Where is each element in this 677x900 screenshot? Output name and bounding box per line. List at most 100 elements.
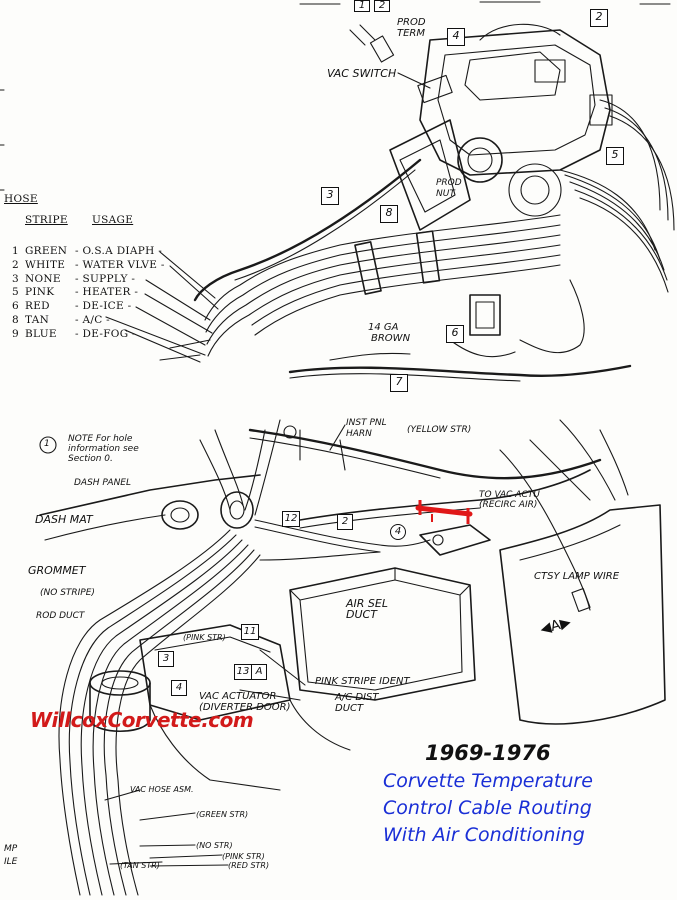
hose-table-title: HOSE <box>4 193 38 205</box>
hose-leader-dash: - <box>123 300 132 313</box>
hose-separator: - <box>74 258 83 271</box>
label-ctsy-lamp-wire: CTSY LAMP WIRE <box>534 571 620 582</box>
label-yellow-str: (YELLOW STR) <box>407 425 472 435</box>
hose-separator: - <box>74 272 83 285</box>
hose-stripe: BLUE <box>24 327 57 340</box>
note-line: information see <box>68 444 139 454</box>
caption-line-2: Control Cable Routing <box>383 797 592 819</box>
callout-lower-4a: 4 <box>171 680 187 696</box>
callout-1: 1 <box>354 0 370 12</box>
callout-2: 2 <box>590 9 608 27</box>
hose-table-col-stripe: STRIPE <box>25 214 68 226</box>
label-wire-color: BROWN <box>371 333 411 344</box>
note-line: Section 0. <box>68 454 113 464</box>
label-no-str: (NO STR) <box>196 841 233 850</box>
caption-line-1: Corvette Temperature <box>383 770 593 792</box>
label-to-vac-actu: TO VAC ACTU (RECIRC AIR) <box>479 490 540 510</box>
caption-years: 1969-1976 <box>425 741 551 765</box>
note-number: 1 <box>44 439 50 449</box>
hose-number: 5 <box>12 286 19 299</box>
label-edge-mp: MP <box>4 844 18 854</box>
hose-usage: O.S.A DIAPH <box>82 245 155 257</box>
label-rod-duct: ROD DUCT <box>36 611 85 621</box>
firewall-routing-diagram <box>39 419 666 896</box>
label-vac-switch: VAC SWITCH <box>327 67 397 80</box>
label-tan-str: (TAN STR) <box>120 861 160 870</box>
label-edge-ile: ILE <box>4 857 18 867</box>
label-wire-gauge: 14 GA <box>368 322 399 333</box>
label-red-str: (RED STR) <box>228 861 270 870</box>
hose-leader-dash: - <box>127 272 136 285</box>
hose-separator: - <box>74 314 83 326</box>
hose-number: 8 <box>12 314 19 326</box>
label-ac-dist-duct: A/C DIST DUCT <box>335 692 379 714</box>
label-no-stripe: (NO STRIPE) <box>40 588 95 598</box>
hose-leader-dash: - <box>130 286 139 299</box>
recirc-air-highlight <box>415 500 473 524</box>
hose-table-row: 5 PINK - HEATER - <box>12 286 138 298</box>
label-vac-hose-asm: VAC HOSE ASM. <box>130 785 194 794</box>
hose-separator: - <box>74 327 83 340</box>
note-line: NOTE For hole <box>68 434 133 444</box>
callout-7: 7 <box>390 374 408 392</box>
hose-stripe: GREEN <box>24 245 68 257</box>
hose-leader-dash: - <box>128 327 136 340</box>
caption-line-3: With Air Conditioning <box>383 824 585 846</box>
callout-3: 3 <box>321 187 339 205</box>
label-pink-str-2: (PINK STR) <box>222 852 265 861</box>
hose-number: 9 <box>12 327 19 340</box>
label-prod-nut: PROD NUT <box>436 178 462 199</box>
hose-usage: SUPPLY <box>82 272 128 285</box>
hose-stripe: NONE <box>24 272 61 285</box>
callout-lower-3: 3 <box>158 651 174 667</box>
callout-lower-4b: 4 <box>390 524 406 540</box>
callout-lower-11: 11 <box>241 624 259 640</box>
hose-stripe: RED <box>24 300 50 313</box>
hose-stripe: PINK <box>24 286 55 299</box>
hose-table-col-usage: USAGE <box>92 214 134 226</box>
callout-lower-a: A <box>251 664 267 680</box>
hose-leader-dash: - <box>154 245 163 257</box>
control-head-assembly <box>0 1 675 382</box>
hose-usage: A/C <box>82 314 103 326</box>
callout-2-top: 2 <box>374 0 390 12</box>
label-air-sel-duct: AIR SEL DUCT <box>346 597 388 621</box>
label-prod-term: PROD TERM <box>397 17 426 39</box>
hose-stripe: TAN <box>24 314 50 326</box>
hose-usage: HEATER <box>82 286 131 299</box>
hose-usage: WATER VLVE <box>82 258 158 271</box>
label-grommet: GROMMET <box>28 564 86 577</box>
hose-usage: DE-ICE <box>82 300 124 313</box>
callout-8: 8 <box>380 205 398 223</box>
hose-stripe: WHITE <box>24 258 66 271</box>
callout-5: 5 <box>606 147 624 165</box>
hose-number: 3 <box>12 272 19 285</box>
hose-separator: - <box>74 245 83 257</box>
label-inst-pnl-harn: INST PNL HARN <box>346 418 387 439</box>
hose-usage: DE-FOG <box>82 327 129 340</box>
callout-lower-13: 13 <box>234 664 252 680</box>
label-vac-actuator: VAC ACTUATOR (DIVERTER DOOR) <box>199 691 291 713</box>
label-green-str: (GREEN STR) <box>196 810 249 819</box>
hose-number: 2 <box>12 258 19 271</box>
label-pink-stripe-ident: PINK STRIPE IDENT <box>315 676 410 687</box>
callout-6: 6 <box>446 325 464 343</box>
hose-table-row: 8 TAN - A/C - <box>12 314 110 326</box>
callout-4: 4 <box>447 28 465 46</box>
hose-separator: - <box>74 286 83 299</box>
hose-separator: - <box>74 300 83 313</box>
callout-lower-2: 2 <box>337 514 353 530</box>
label-dash-panel: DASH PANEL <box>74 478 131 488</box>
hose-number: 6 <box>12 300 19 313</box>
hose-leader-dash: - <box>157 258 165 271</box>
hose-leader-dash: - <box>102 314 111 326</box>
hose-table-row: 9 BLUE - DE-FOG - <box>12 328 136 340</box>
watermark: WillcoxCorvette.com <box>30 708 254 732</box>
label-dash-mat: DASH MAT <box>35 513 93 526</box>
label-pink-str: (PINK STR) <box>183 633 226 642</box>
